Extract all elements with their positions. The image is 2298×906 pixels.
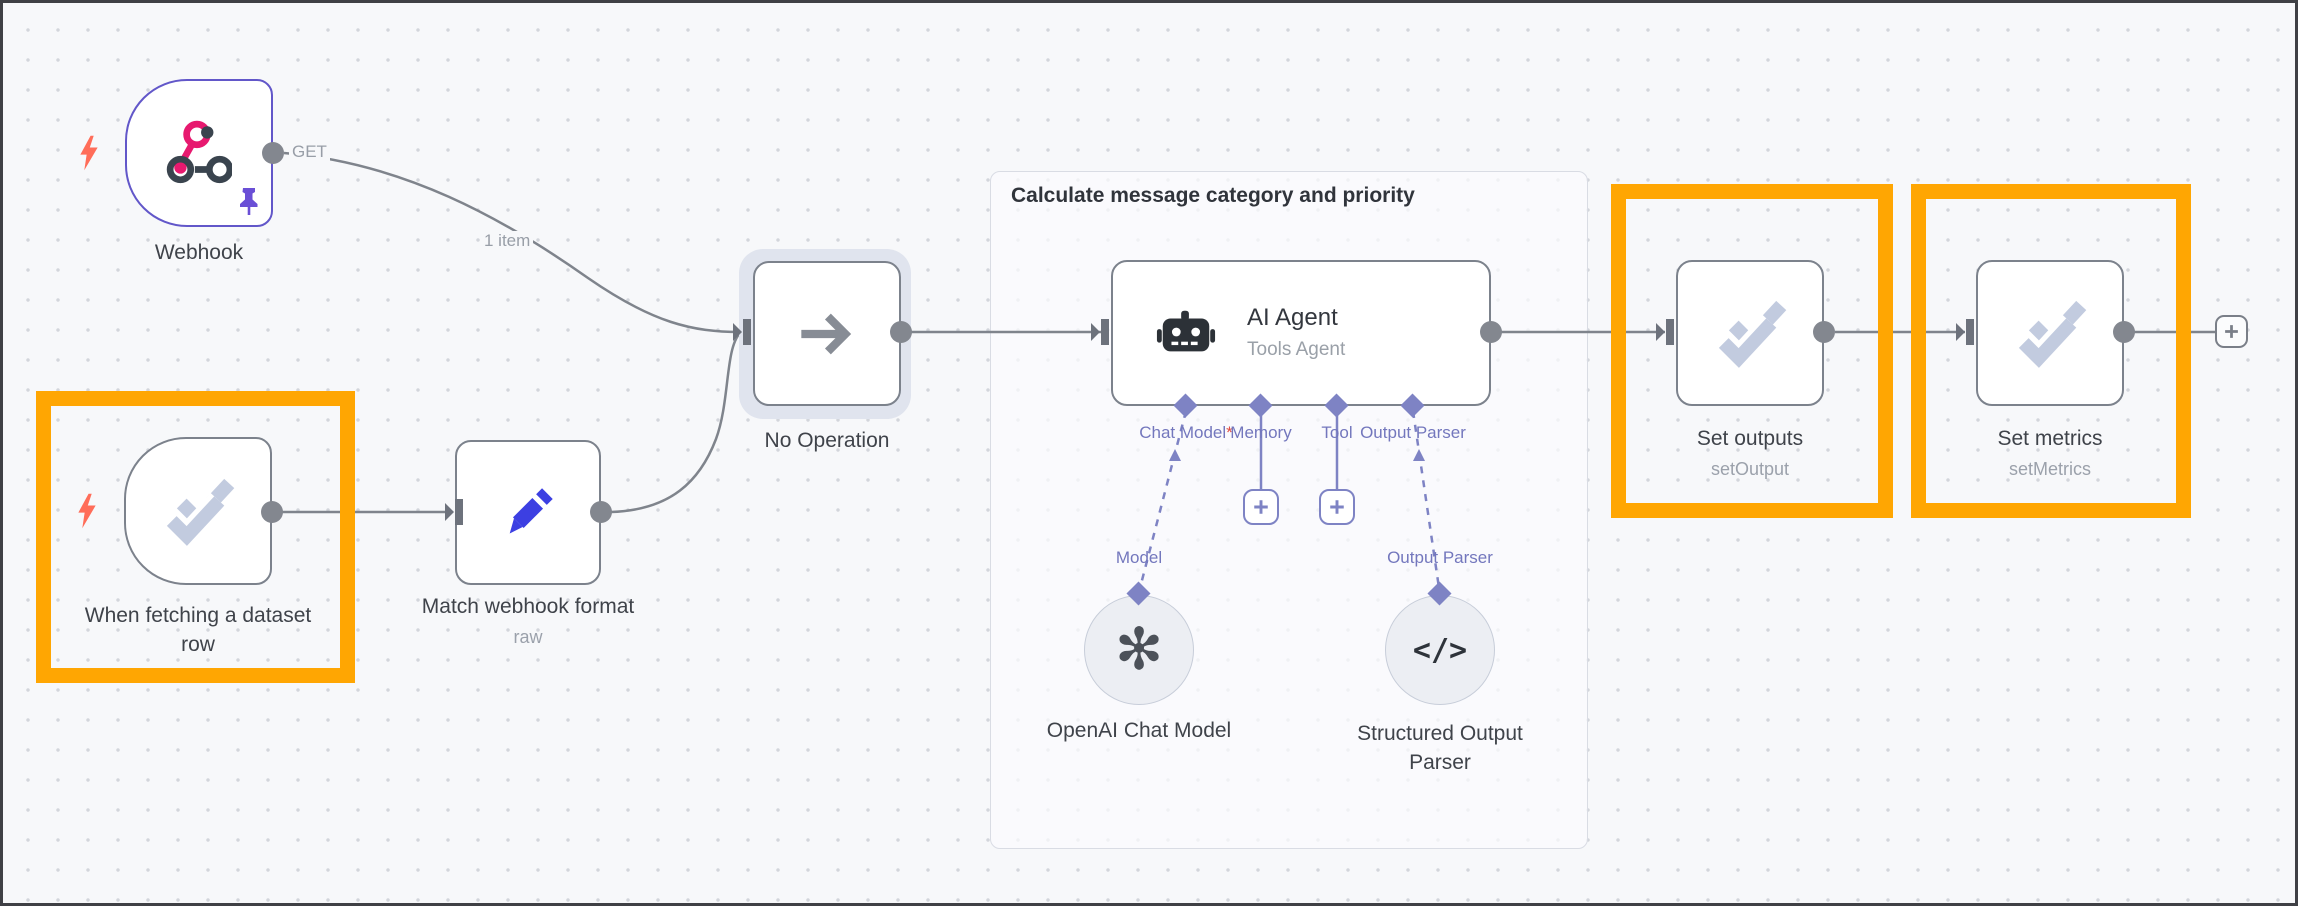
webhook-output-handle[interactable]	[262, 142, 284, 164]
double-check-icon	[1715, 300, 1787, 373]
double-check-icon	[163, 478, 235, 551]
openai-node-label: OpenAI Chat Model	[1046, 719, 1232, 742]
node-when-fetching-dataset-row[interactable]	[124, 437, 272, 585]
set-metrics-node-label: Set metrics	[1997, 427, 2103, 450]
set-metrics-node-subtitle: setMetrics	[2008, 459, 2091, 479]
node-webhook[interactable]	[125, 79, 273, 227]
webhook-icon	[166, 120, 232, 184]
set-metrics-output-handle[interactable]	[2113, 321, 2135, 343]
add-memory-button[interactable]	[1243, 489, 1279, 525]
openai-icon: ✻	[1114, 617, 1164, 682]
port-label-chat-model: Chat Model*	[1139, 423, 1233, 442]
highlight-box-set-outputs	[1611, 184, 1893, 518]
add-node-button[interactable]	[2215, 315, 2248, 348]
robot-icon	[1156, 310, 1216, 352]
node-match-webhook-format[interactable]	[455, 440, 601, 585]
webhook-method-label: GET	[289, 142, 330, 162]
noop-input-handle[interactable]	[733, 318, 752, 346]
set-outputs-node-label: Set outputs	[1696, 427, 1804, 450]
node-set-metrics[interactable]	[1976, 260, 2124, 406]
highlight-box-set-metrics	[1911, 184, 2191, 518]
edge-items-count-label: 1 item	[481, 231, 534, 251]
match-node-label: Match webhook format	[421, 595, 635, 618]
node-set-outputs[interactable]	[1676, 260, 1824, 406]
ai-agent-output-handle[interactable]	[1480, 321, 1502, 343]
parser-port-label-output-parser: Output Parser	[1387, 548, 1493, 567]
when-fetching-node-label: When fetching a dataset row	[84, 604, 312, 656]
required-asterisk: *	[1226, 423, 1233, 442]
ai-agent-title: AI Agent	[1247, 304, 1338, 331]
webhook-node-label: Webhook	[154, 241, 244, 264]
node-structured-output-parser[interactable]: </>	[1385, 595, 1495, 705]
noop-output-handle[interactable]	[890, 321, 912, 343]
plus-icon	[2225, 325, 2238, 338]
port-label-tool: Tool	[1321, 423, 1353, 442]
plus-icon	[1254, 500, 1268, 514]
highlight-box-when-fetching	[36, 391, 355, 683]
match-node-subtitle: raw	[513, 627, 543, 647]
match-output-handle[interactable]	[590, 501, 612, 523]
parser-node-label: Structured Output Parser	[1357, 722, 1523, 774]
pin-icon	[240, 188, 258, 215]
node-openai-chat-model[interactable]: ✻	[1084, 595, 1194, 705]
group-title: Calculate message category and priority	[1011, 184, 1415, 207]
match-input-handle[interactable]	[445, 498, 464, 526]
when-fetching-output-handle[interactable]	[261, 501, 283, 523]
lightning-bolt-icon	[80, 135, 98, 171]
node-no-operation[interactable]	[753, 261, 901, 406]
add-tool-button[interactable]	[1319, 489, 1355, 525]
edge-match-to-noop[interactable]	[610, 332, 741, 514]
openai-port-label-model: Model	[1115, 548, 1163, 567]
plus-icon	[1330, 500, 1344, 514]
double-check-icon	[2015, 300, 2087, 373]
pencil-icon	[509, 487, 553, 533]
node-ai-agent[interactable]: AI Agent Tools Agent	[1111, 260, 1491, 406]
port-label-memory: Memory	[1230, 423, 1292, 442]
set-outputs-output-handle[interactable]	[1813, 321, 1835, 343]
lightning-bolt-icon	[78, 493, 96, 529]
port-label-output-parser: Output Parser	[1360, 423, 1466, 442]
ai-agent-subtitle: Tools Agent	[1247, 339, 1346, 360]
noop-node-label: No Operation	[764, 429, 890, 452]
set-outputs-node-subtitle: setOutput	[1710, 459, 1790, 479]
code-icon: </>	[1412, 632, 1468, 668]
arrow-right-icon	[801, 313, 852, 354]
ai-agent-input-handle[interactable]	[1091, 318, 1110, 346]
